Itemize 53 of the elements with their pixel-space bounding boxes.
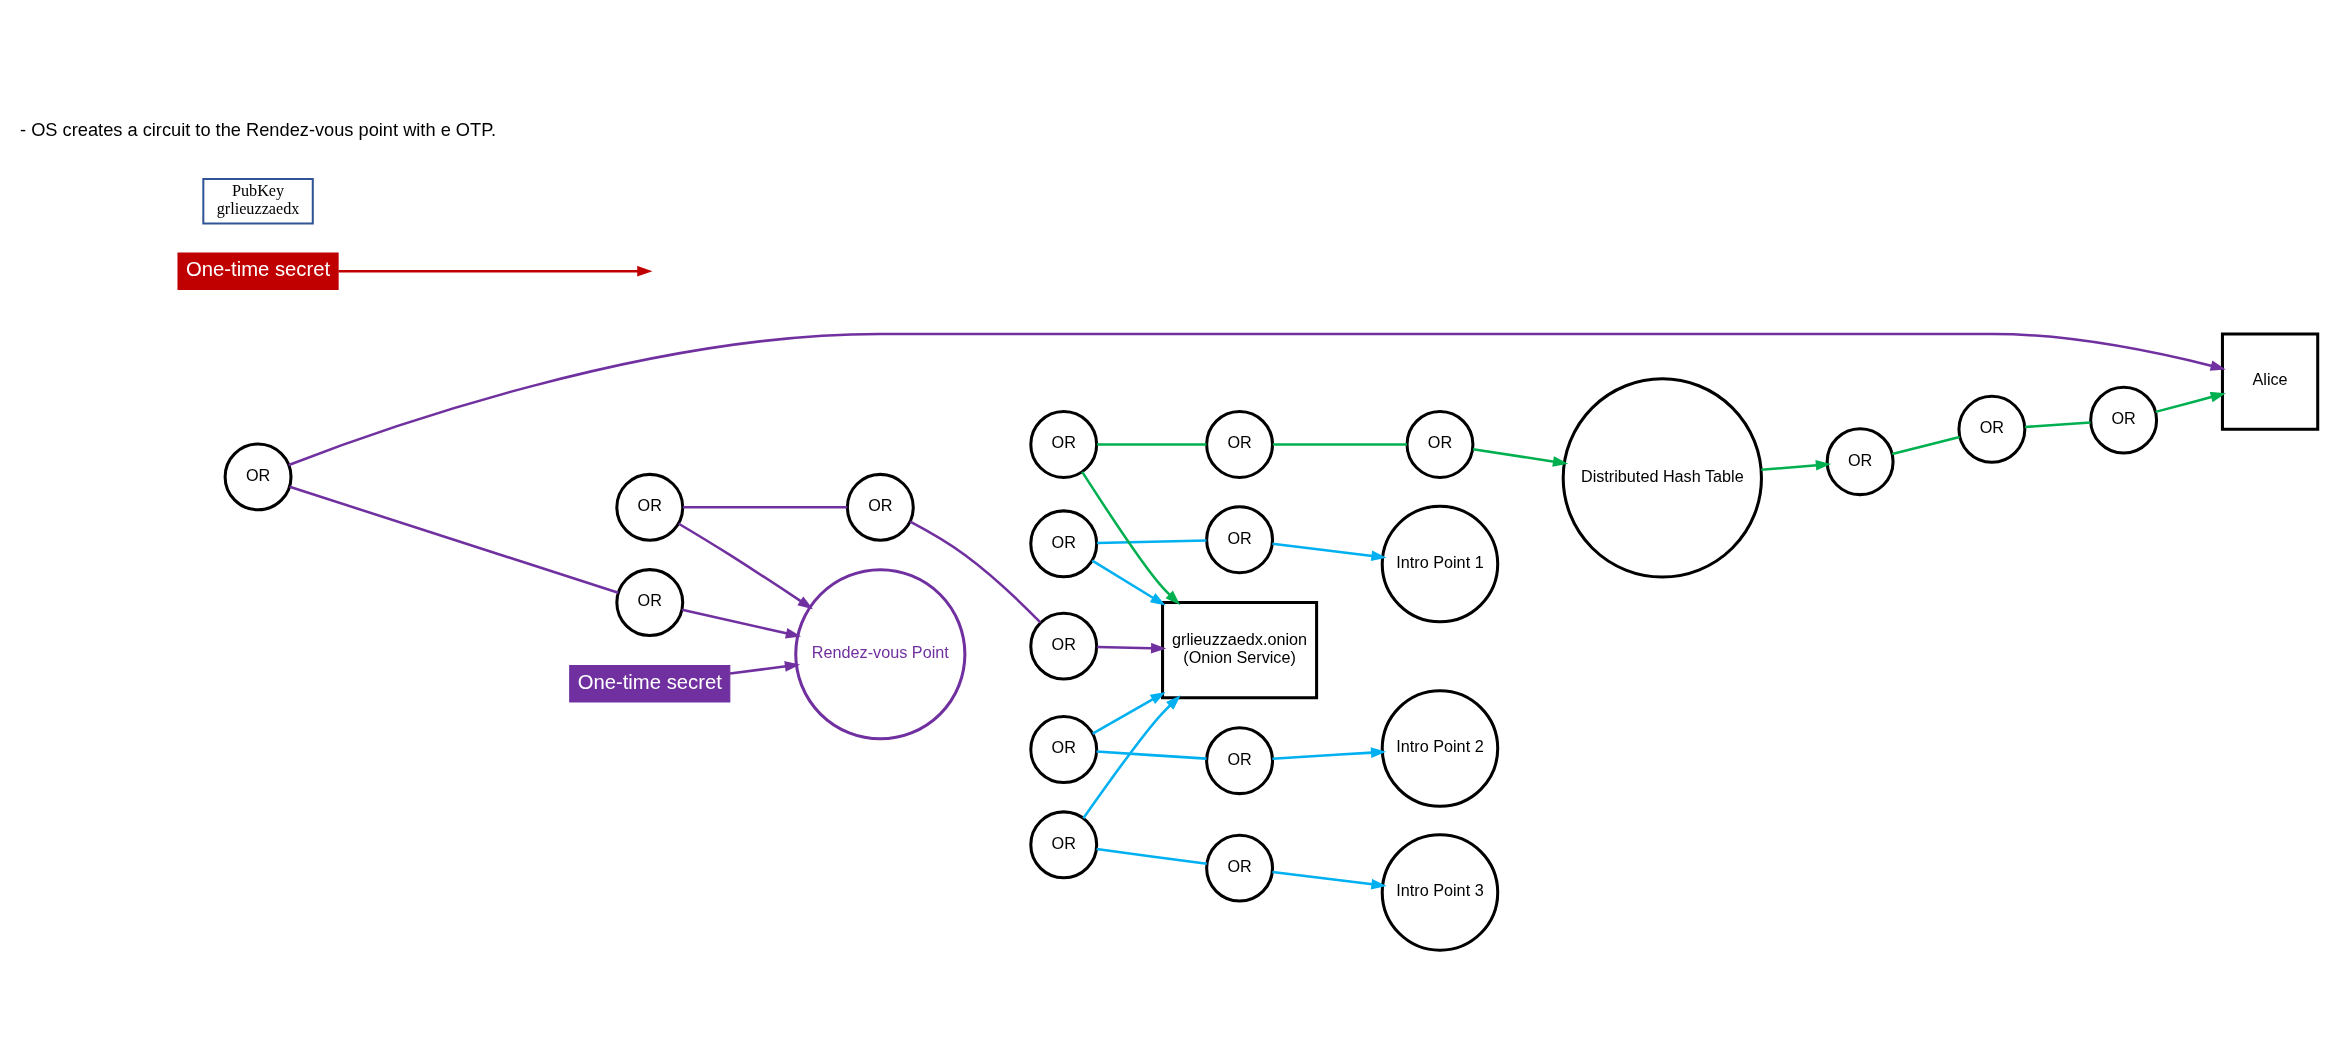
connector <box>1097 539 1207 545</box>
arrow <box>2155 391 2226 414</box>
arrow <box>1091 559 1166 606</box>
connector <box>1096 750 1207 760</box>
node-circle: OR <box>1405 410 1475 479</box>
connector <box>1096 847 1208 866</box>
node-circle: OR <box>1825 427 1895 497</box>
connector <box>909 520 1042 624</box>
node-circle: OR <box>1029 410 1099 479</box>
node-box: One-time secret <box>177 252 339 290</box>
node-circle: OR <box>615 472 685 542</box>
arrow <box>1761 459 1832 472</box>
node-circle: Intro Point 1 <box>1380 504 1500 624</box>
node-circle: OR <box>1205 726 1275 796</box>
arrow <box>338 265 653 277</box>
node-circle: OR <box>1205 833 1275 903</box>
connector <box>1891 435 1960 456</box>
node-box: grlieuzzaedx.onion (Onion Service) <box>1161 601 1319 700</box>
arrow <box>729 661 801 675</box>
arrow <box>1272 542 1387 562</box>
arrow <box>1472 448 1569 467</box>
node-circle: OR <box>1205 505 1275 575</box>
node-circle: OR <box>2089 385 2159 455</box>
connector <box>1097 443 1207 446</box>
arrow <box>288 332 2226 467</box>
label: - OS creates a circuit to the Rendez-vous point with e OTP. <box>20 118 497 140</box>
node-circle: Intro Point 2 <box>1380 689 1500 808</box>
arrow <box>678 522 813 610</box>
node-circle: OR <box>845 472 915 542</box>
connector <box>2024 421 2091 429</box>
node-circle: Intro Point 3 <box>1380 833 1500 952</box>
node-circle: OR <box>615 568 685 638</box>
arrow <box>1272 747 1387 760</box>
connector <box>683 506 848 509</box>
node-circle: OR <box>1029 611 1099 681</box>
node-circle: OR <box>1205 410 1275 479</box>
connector <box>289 485 619 594</box>
node-box: PubKey grlieuzzaedx <box>202 177 314 225</box>
node-circle: OR <box>1029 509 1099 579</box>
node-box: One-time secret <box>569 664 731 703</box>
node-circle: OR <box>223 442 293 512</box>
arrow <box>1272 870 1387 890</box>
node-circle: OR <box>1957 394 2027 464</box>
arrow <box>1092 691 1166 735</box>
node-box: Alice <box>2220 332 2320 431</box>
arrow <box>681 608 801 639</box>
connector <box>1272 443 1407 446</box>
arrow <box>1097 642 1167 654</box>
node-circle: OR <box>1029 715 1099 784</box>
arrow <box>1082 695 1181 819</box>
arrow <box>1081 471 1181 605</box>
node-circle: OR <box>1029 810 1099 880</box>
node-circle: Distributed Hash Table <box>1561 377 1763 579</box>
